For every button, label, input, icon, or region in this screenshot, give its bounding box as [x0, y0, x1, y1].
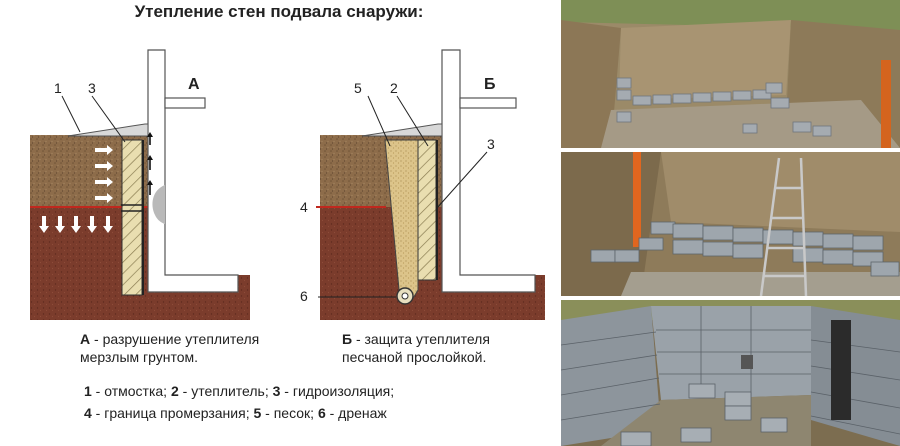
floor-slab-b	[459, 97, 517, 109]
caption-b-line2: песчаной прослойкой.	[342, 349, 487, 365]
caption-a-line2: мерзлым грунтом.	[80, 349, 199, 365]
frost-arrows-h	[95, 145, 113, 203]
photo-walls	[561, 300, 900, 446]
legend-num-2: 2	[170, 383, 179, 399]
damage-blob	[152, 185, 165, 224]
frost-heave-arrows	[147, 132, 153, 195]
legend-num-3: 3	[272, 383, 281, 399]
sand-layer-b	[384, 139, 419, 301]
page-title: Утепление стен подвала снаружи:	[134, 2, 424, 21]
diagram-a-letter: А	[188, 76, 200, 93]
label-6-b: 6	[300, 288, 308, 304]
legend-num-4: 4	[84, 405, 92, 421]
insulation-b	[417, 139, 437, 281]
label-3-a: 3	[88, 80, 96, 96]
label-4-b: 4	[300, 199, 308, 215]
legend-text-2: - утеплитель;	[178, 383, 273, 399]
photo-blocks	[561, 152, 900, 296]
legend-num-1: 1	[84, 383, 92, 399]
blind-area-b	[361, 123, 443, 137]
caption-a-line1: - разрушение утеплителя	[90, 331, 260, 347]
legend-line-1: 1 - отмостка; 2 - утеплитель; 3 - гидрои…	[84, 380, 394, 402]
legend-text-5: - песок;	[261, 405, 318, 421]
wall-a	[147, 49, 239, 293]
legend-text-6: - дренаж	[325, 405, 387, 421]
insulation-a	[121, 139, 143, 296]
photo-column	[561, 0, 900, 446]
floor-slab-a	[164, 97, 206, 109]
diagram-b	[316, 49, 545, 320]
insulation-diagram	[30, 49, 545, 320]
legend-text-1: - отмостка;	[91, 383, 171, 399]
wall-b	[441, 49, 536, 293]
caption-b-line1: - защита утеплителя	[352, 331, 490, 347]
label-1-a: 1	[54, 80, 62, 96]
blind-area-a	[67, 123, 149, 137]
legend-num-6: 6	[317, 405, 326, 421]
diagram-a	[30, 49, 250, 320]
legend-line-2: 4 - граница промерзания; 5 - песок; 6 - …	[84, 402, 394, 424]
diagram-b-letter: Б	[484, 76, 496, 93]
label-2-b: 2	[390, 80, 398, 96]
legend-num-5: 5	[253, 405, 262, 421]
diagram-panel: Утепление стен подвала снаружи:	[30, 2, 545, 424]
caption-a-letter: А	[80, 331, 91, 347]
legend-text-3: - гидроизоляция;	[280, 383, 395, 399]
caption-b: Б - защита утеплителя песчаной прослойко…	[342, 330, 490, 366]
legend: 1 - отмостка; 2 - утеплитель; 3 - гидрои…	[84, 380, 394, 424]
label-5-b: 5	[354, 80, 362, 96]
photo-pit	[561, 0, 900, 148]
label-3-b: 3	[487, 136, 495, 152]
caption-b-letter: Б	[342, 331, 353, 347]
legend-text-4: - граница промерзания;	[91, 405, 254, 421]
caption-a: А - разрушение утеплителя мерзлым грунто…	[80, 330, 259, 366]
frost-arrows-down	[39, 216, 113, 233]
